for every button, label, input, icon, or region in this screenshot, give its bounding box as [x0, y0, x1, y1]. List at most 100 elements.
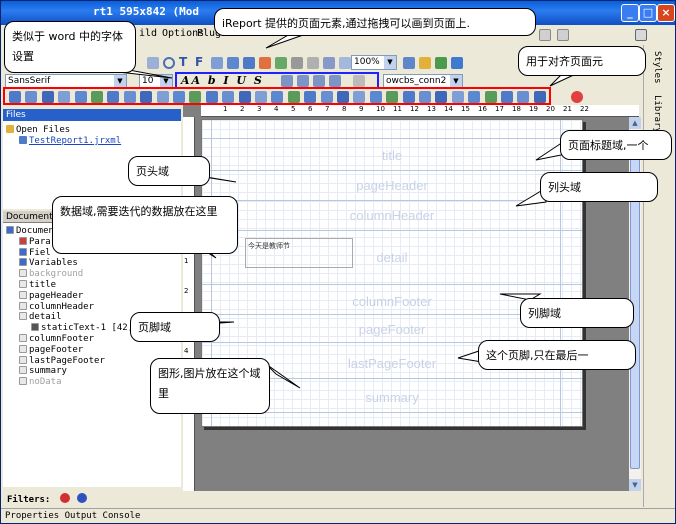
align-tool-icon[interactable] [435, 91, 448, 103]
context-help-icon[interactable] [557, 29, 569, 41]
band-label-pageFooter[interactable]: pageFooter [358, 322, 426, 337]
tree-item[interactable]: pageHeader [19, 290, 83, 301]
align-tool-icon[interactable] [320, 91, 333, 103]
connection-select[interactable]: owcbs_conn2▼ [383, 74, 463, 89]
tree-item[interactable]: title [19, 280, 56, 290]
align-left-text-icon[interactable] [281, 75, 293, 87]
preview-icon[interactable] [451, 57, 463, 69]
align-tool-icon[interactable] [189, 91, 202, 103]
tree-item[interactable]: columnHeader [19, 301, 94, 312]
subreport-tool-icon[interactable] [211, 57, 223, 69]
status-tabs-label[interactable]: Properties Output Console [5, 511, 141, 521]
align-tool-icon[interactable] [451, 91, 464, 103]
band-label-lastPageFooter[interactable]: lastPageFooter [347, 356, 437, 371]
align-tool-icon[interactable] [238, 91, 251, 103]
align-tool-icon[interactable] [533, 91, 546, 103]
align-tool-icon[interactable] [222, 91, 235, 103]
align-tool-icon[interactable] [337, 91, 349, 103]
align-tool-icon[interactable] [91, 91, 103, 103]
tree-item[interactable]: Document [6, 226, 59, 236]
align-tool-icon[interactable] [123, 91, 136, 103]
rectangle-tool-icon[interactable] [147, 57, 159, 69]
panel-close-icon[interactable] [635, 29, 647, 41]
side-tab[interactable]: Styles [652, 51, 662, 84]
run-icon[interactable] [435, 57, 447, 69]
ellipse-tool-icon[interactable] [163, 57, 175, 69]
align-tool-icon[interactable] [271, 91, 284, 103]
band-label-columnFooter[interactable]: columnFooter [352, 294, 432, 309]
align-tool-icon[interactable] [369, 91, 382, 103]
group-tool-icon[interactable] [339, 57, 351, 69]
band-label-summary[interactable]: summary [365, 390, 419, 405]
band-label-pageHeader[interactable]: pageHeader [356, 178, 428, 193]
filter-blue-icon[interactable] [77, 493, 88, 503]
magnet-icon[interactable] [571, 91, 583, 103]
tree-item[interactable]: Variables [19, 258, 78, 268]
band-label-columnHeader[interactable]: columnHeader [349, 208, 435, 223]
align-tool-icon[interactable] [173, 91, 185, 103]
align-tool-icon[interactable] [287, 91, 300, 103]
tree-item[interactable]: columnFooter [19, 334, 94, 344]
format-buttons[interactable]: AA b I U S [181, 74, 264, 87]
zoom-select[interactable]: 100%▼ [351, 55, 397, 70]
tree-item[interactable]: background [19, 269, 83, 279]
text-tool-icon[interactable]: T [179, 55, 188, 69]
align-tool-icon[interactable] [353, 91, 366, 103]
minimize-button[interactable]: _ [621, 4, 639, 22]
scroll-up-icon[interactable]: ▲ [629, 117, 641, 129]
menu-options[interactable]: Options [162, 28, 205, 39]
align-tool-icon[interactable] [205, 91, 218, 103]
align-tool-icon[interactable] [484, 91, 497, 103]
align-tool-icon[interactable] [107, 91, 120, 103]
help-icon[interactable] [539, 29, 551, 41]
band-label-title[interactable]: title [381, 148, 403, 163]
field-tool-icon[interactable]: F [195, 55, 204, 69]
align-tool-icon[interactable] [419, 91, 431, 103]
barcode-tool-icon[interactable] [307, 57, 319, 69]
frame-tool-icon[interactable] [243, 57, 255, 69]
compile-icon[interactable] [419, 57, 431, 69]
file-node[interactable]: TestReport1.jrxml [19, 136, 121, 146]
align-tool-icon[interactable] [74, 91, 87, 103]
scroll-down-icon[interactable]: ▼ [629, 479, 641, 491]
align-tool-icon[interactable] [402, 91, 415, 103]
align-tool-icon[interactable] [468, 91, 481, 103]
band-label-detail[interactable]: detail [376, 250, 408, 265]
align-tool-icon[interactable] [255, 91, 267, 103]
tree-item[interactable]: pageFooter [19, 344, 83, 355]
menu-build[interactable]: ild [139, 28, 158, 39]
align-tool-icon[interactable] [41, 91, 54, 103]
image-tool-icon[interactable] [227, 57, 239, 69]
tree-item[interactable]: staticText-1 [42,20] [31, 323, 149, 333]
static-text-element[interactable]: 今天是教师节 [245, 238, 353, 268]
tree-item[interactable]: detail [19, 312, 62, 322]
maximize-button[interactable]: □ [639, 4, 657, 22]
justify-text-icon[interactable] [329, 75, 341, 87]
band-tool-icon[interactable] [323, 57, 335, 69]
tree-item[interactable]: lastPageFooter [19, 355, 105, 366]
align-center-text-icon[interactable] [297, 75, 309, 87]
close-button[interactable]: × [657, 4, 675, 22]
align-tool-icon[interactable] [501, 91, 513, 103]
align-tool-icon[interactable] [386, 91, 399, 103]
crosstab-tool-icon[interactable] [275, 57, 287, 69]
line-tool-icon[interactable] [291, 57, 303, 69]
align-tool-icon[interactable] [140, 91, 153, 103]
tree-item[interactable]: Para [19, 236, 51, 247]
tree-item[interactable]: noData [19, 377, 62, 387]
open-files-node[interactable]: Open Files [6, 125, 70, 135]
border-icon[interactable] [353, 75, 365, 87]
zoom-in-icon[interactable] [403, 57, 415, 69]
align-right-text-icon[interactable] [313, 75, 325, 87]
align-tool-icon[interactable] [156, 91, 169, 103]
align-tool-icon[interactable] [25, 91, 38, 103]
filter-red-icon[interactable] [59, 493, 70, 503]
side-tab[interactable]: Library [652, 95, 662, 133]
tree-item[interactable]: Fiel [19, 247, 51, 258]
tree-item[interactable]: summary [19, 366, 67, 376]
chart-tool-icon[interactable] [259, 57, 271, 69]
align-tool-icon[interactable] [304, 91, 317, 103]
align-tool-icon[interactable] [58, 91, 71, 103]
align-tool-icon[interactable] [517, 91, 530, 103]
align-tool-icon[interactable] [9, 91, 21, 103]
